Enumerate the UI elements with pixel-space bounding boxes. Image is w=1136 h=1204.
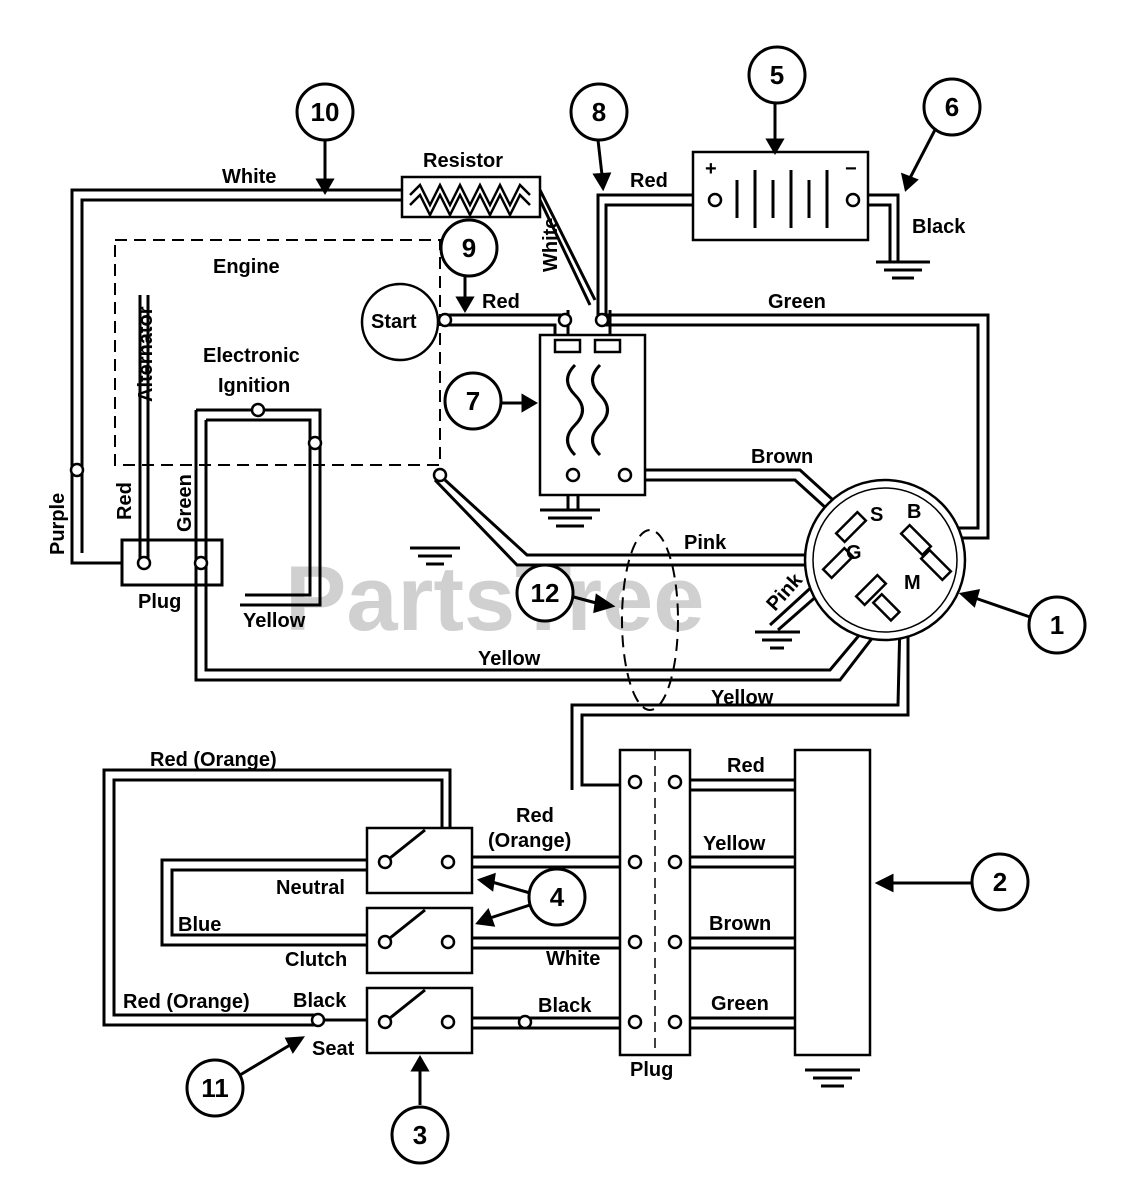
svg-text:Yellow: Yellow bbox=[478, 648, 541, 670]
svg-text:G: G bbox=[846, 542, 862, 564]
svg-text:Blue: Blue bbox=[178, 914, 221, 936]
svg-text:7: 7 bbox=[466, 386, 480, 416]
svg-text:Plug: Plug bbox=[138, 591, 181, 613]
svg-text:Alternator: Alternator bbox=[135, 306, 157, 402]
connection-dots bbox=[69, 312, 683, 1030]
svg-text:9: 9 bbox=[462, 233, 476, 263]
svg-text:Black: Black bbox=[538, 995, 592, 1017]
svg-text:12: 12 bbox=[531, 578, 560, 608]
svg-text:Engine: Engine bbox=[213, 256, 280, 278]
svg-text:Plug: Plug bbox=[630, 1059, 673, 1081]
svg-text:5: 5 bbox=[770, 60, 784, 90]
svg-text:Yellow: Yellow bbox=[711, 687, 774, 709]
svg-text:Brown: Brown bbox=[709, 913, 771, 935]
svg-text:Yellow: Yellow bbox=[703, 833, 766, 855]
svg-text:Black: Black bbox=[912, 216, 966, 238]
svg-text:1: 1 bbox=[1050, 610, 1064, 640]
svg-text:Neutral: Neutral bbox=[276, 877, 345, 899]
svg-text:2: 2 bbox=[993, 867, 1007, 897]
svg-text:Red: Red bbox=[630, 170, 668, 192]
svg-text:Brown: Brown bbox=[751, 446, 813, 468]
svg-text:Red: Red bbox=[516, 805, 554, 827]
connector-plug bbox=[618, 748, 692, 1057]
svg-text:3: 3 bbox=[413, 1120, 427, 1150]
svg-text:Start: Start bbox=[371, 311, 417, 333]
svg-text:Clutch: Clutch bbox=[285, 949, 347, 971]
svg-text:Red: Red bbox=[114, 482, 136, 520]
svg-text:White: White bbox=[222, 166, 276, 188]
svg-text:Purple: Purple bbox=[47, 493, 69, 555]
svg-text:10: 10 bbox=[311, 97, 340, 127]
solenoid bbox=[538, 333, 647, 497]
svg-text:8: 8 bbox=[592, 97, 606, 127]
svg-text:Black: Black bbox=[293, 990, 347, 1012]
svg-text:Electronic: Electronic bbox=[203, 345, 300, 367]
svg-text:6: 6 bbox=[945, 92, 959, 122]
start-motor bbox=[360, 282, 440, 362]
svg-text:Yellow: Yellow bbox=[243, 610, 306, 632]
svg-text:S: S bbox=[870, 504, 883, 526]
wires bbox=[70, 188, 990, 1030]
key-switch bbox=[803, 478, 967, 642]
svg-text:Seat: Seat bbox=[312, 1038, 355, 1060]
svg-text:Pink: Pink bbox=[684, 532, 727, 554]
svg-text:Red (Orange): Red (Orange) bbox=[123, 991, 250, 1013]
svg-text:Ignition: Ignition bbox=[218, 375, 290, 397]
svg-text:Red: Red bbox=[482, 291, 520, 313]
svg-text:+: + bbox=[705, 158, 717, 180]
battery: + − bbox=[691, 150, 870, 242]
svg-text:White: White bbox=[546, 948, 600, 970]
callouts: 1 2 3 4 5 6 7 8 9 10 11 12 bbox=[185, 45, 1087, 1165]
wire-bundle-ellipse bbox=[621, 529, 679, 711]
svg-text:Red (Orange): Red (Orange) bbox=[150, 749, 277, 771]
module-2 bbox=[793, 748, 872, 1057]
svg-text:Green: Green bbox=[711, 993, 769, 1015]
callout-arrows bbox=[234, 97, 1031, 1105]
svg-text:Green: Green bbox=[174, 474, 196, 532]
svg-text:(Orange): (Orange) bbox=[488, 830, 571, 852]
wire-labels: White Resistor Red Black Engine White St… bbox=[47, 150, 966, 1081]
svg-text:White: White bbox=[540, 218, 562, 272]
svg-text:11: 11 bbox=[201, 1073, 229, 1103]
grounds bbox=[410, 260, 930, 1088]
svg-text:4: 4 bbox=[550, 882, 565, 912]
svg-text:M: M bbox=[904, 572, 921, 594]
svg-text:Resistor: Resistor bbox=[423, 150, 503, 172]
svg-text:Red: Red bbox=[727, 755, 765, 777]
watermark: PartsTree bbox=[285, 548, 704, 650]
engine-box bbox=[114, 239, 441, 466]
svg-text:−: − bbox=[845, 158, 857, 180]
svg-text:B: B bbox=[907, 501, 921, 523]
svg-text:Green: Green bbox=[768, 291, 826, 313]
resistor bbox=[400, 175, 542, 219]
